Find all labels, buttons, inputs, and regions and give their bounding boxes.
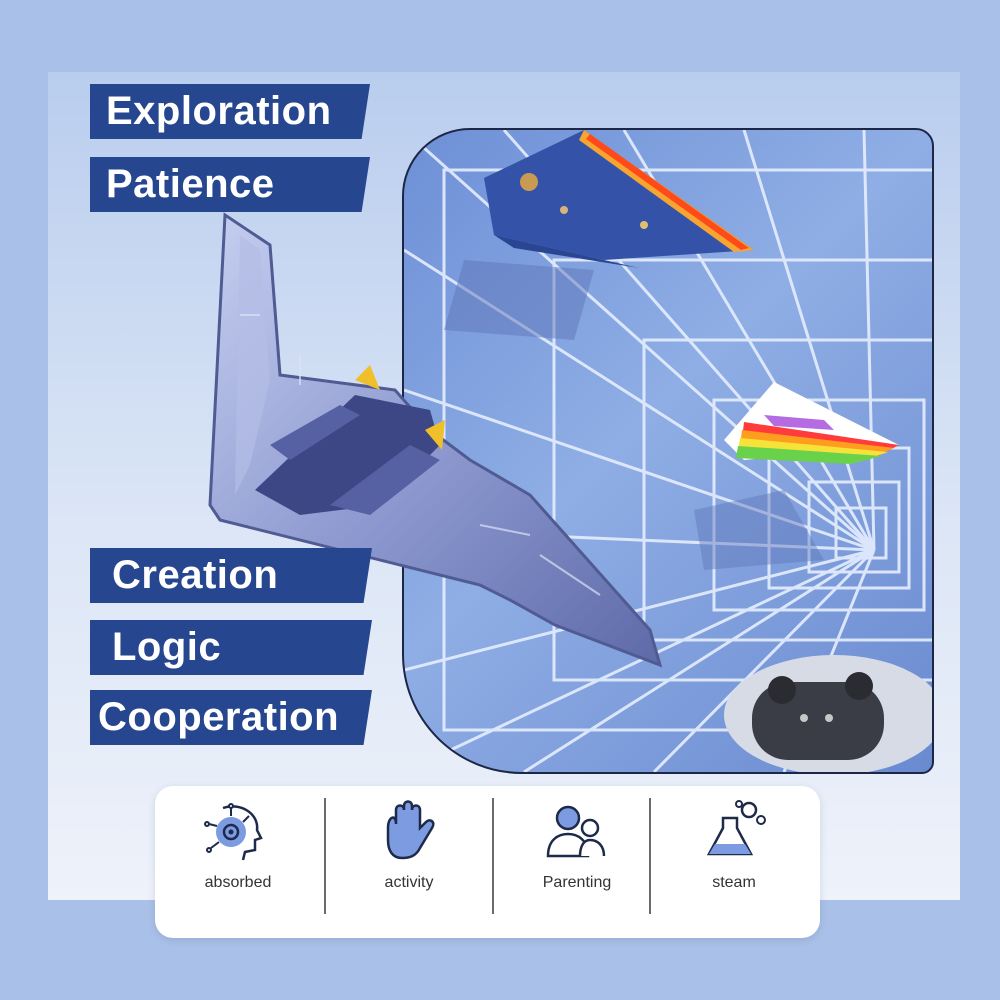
paper-plane-rainbow: [694, 382, 899, 570]
feature-activity: activity: [326, 786, 492, 938]
divider: [492, 798, 494, 914]
feature-label: steam: [712, 874, 756, 891]
grid-tunnel-panel: [402, 128, 934, 774]
label-patience: Patience: [90, 157, 370, 212]
feature-label: Parenting: [542, 874, 612, 891]
parent-child-icon: [542, 796, 612, 871]
stealth-bomber-plane: [208, 212, 663, 668]
flask-gears-icon: [699, 796, 769, 871]
feature-absorbed: absorbed: [155, 786, 321, 938]
head-brain-icon: [203, 796, 273, 871]
feature-label: activity: [384, 874, 434, 891]
divider: [324, 798, 326, 914]
label-creation: Creation: [90, 548, 372, 603]
grid-tunnel-graphic: [404, 130, 932, 772]
label-exploration: Exploration: [90, 84, 370, 139]
remote-controller: [724, 655, 932, 772]
feature-steam: steam: [651, 786, 817, 938]
divider: [649, 798, 651, 914]
label-cooperation: Cooperation: [90, 690, 372, 745]
feature-bar: absorbed activity Parenting: [155, 786, 820, 938]
label-logic: Logic: [90, 620, 372, 675]
feature-parenting: Parenting: [494, 786, 660, 938]
paper-plane-space: [444, 130, 754, 340]
hand-icon: [374, 796, 444, 871]
feature-label: absorbed: [204, 874, 272, 891]
